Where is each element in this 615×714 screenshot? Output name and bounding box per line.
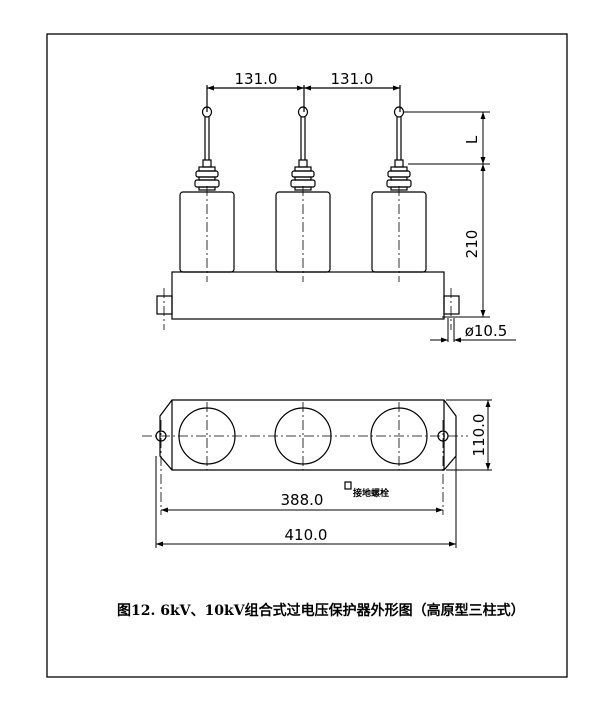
lead-right: [393, 106, 405, 160]
dim-width-inner: 388.0: [281, 491, 324, 509]
dim-width-outer: 410.0: [285, 526, 328, 544]
ground-bolt-symbol: [344, 481, 352, 490]
front-view: [156, 85, 460, 320]
lead-middle: [297, 106, 309, 160]
shed-stack-right: [386, 166, 412, 191]
drawing-border: [46, 33, 568, 678]
dim-pitch-left: 131.0: [235, 70, 278, 88]
dim-depth: 110.0: [470, 414, 488, 457]
mount-lug-left: [156, 295, 173, 315]
ground-bolt-label: 接地螺栓: [353, 487, 389, 499]
dim-pitch-right: 131.0: [331, 70, 374, 88]
dim-hole-diameter: ø10.5: [465, 322, 508, 340]
dim-lead-length: L: [463, 135, 481, 144]
center-lines-top: [142, 402, 468, 515]
lead-left: [201, 106, 213, 160]
width-dimensions: [155, 399, 492, 548]
figure-caption: 图12. 6kV、10kV组合式过电压保护器外形图（高原型三柱式）: [117, 602, 525, 619]
dim-height: 210: [463, 230, 481, 259]
top-view: [155, 399, 457, 490]
center-lines-front: [163, 186, 452, 330]
height-dimensions: [404, 111, 516, 343]
mount-lug-right: [443, 295, 460, 315]
base-block: [171, 271, 445, 320]
